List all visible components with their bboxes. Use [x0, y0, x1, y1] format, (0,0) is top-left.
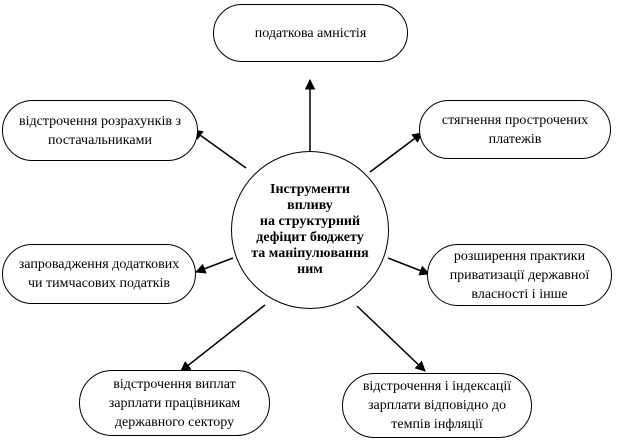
- node-supplier-deferral: відстрочення розрахунків з постачальника…: [2, 100, 198, 161]
- arrow-to-additional-taxes: [195, 257, 234, 274]
- node-tax-amnesty-label: податкова амністія: [254, 25, 367, 41]
- node-additional-taxes: запровадження додаткових чи тимчасових п…: [2, 244, 196, 304]
- node-indexation-deferral-label: відстрочення і індексації зарплати відпо…: [362, 379, 512, 432]
- arrow-to-wage-deferral: [180, 304, 266, 372]
- node-supplier-deferral-label: відстрочення розрахунків з постачальника…: [19, 113, 181, 148]
- node-collection-overdue: стягнення прострочених платежів: [419, 100, 611, 159]
- arrow-to-collection-overdue: [369, 132, 423, 173]
- central-instruments-circle: Інструменти впливу на структурний дефіци…: [231, 151, 389, 309]
- node-wage-deferral-label: відстрочення виплат зарплати працівникам…: [108, 376, 241, 430]
- node-indexation-deferral: відстрочення і індексації зарплати відпо…: [342, 373, 532, 438]
- node-additional-taxes-label: запровадження додаткових чи тимчасових п…: [18, 257, 180, 291]
- node-privatization: розширення практики приватизації державн…: [427, 244, 612, 306]
- central-instruments-label: Інструменти впливу на структурний дефіци…: [251, 182, 369, 277]
- node-privatization-label: розширення практики приватизації державн…: [449, 248, 590, 302]
- node-tax-amnesty: податкова амністія: [213, 4, 408, 62]
- arrow-to-indexation-deferral: [356, 305, 426, 372]
- node-collection-overdue-label: стягнення прострочених платежів: [441, 112, 589, 147]
- node-wage-deferral: відстрочення виплат зарплати працівникам…: [79, 370, 270, 436]
- arrow-to-privatization: [387, 257, 430, 276]
- arrow-to-supplier-deferral: [192, 129, 247, 169]
